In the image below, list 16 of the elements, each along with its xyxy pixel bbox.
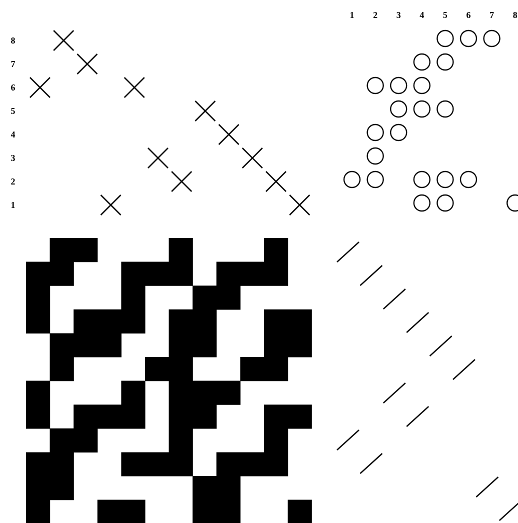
row-number: 8 <box>11 37 15 44</box>
row-number: 1 <box>11 202 15 208</box>
column-number: 2 <box>373 12 378 18</box>
row-number: 6 <box>11 84 15 91</box>
row-number: 7 <box>11 61 16 67</box>
column-number: 1 <box>350 12 354 18</box>
column-number: 6 <box>466 12 470 18</box>
row-number: 5 <box>11 108 15 114</box>
column-number: 5 <box>443 12 448 18</box>
column-number: 3 <box>396 12 401 18</box>
column-number: 4 <box>420 12 424 18</box>
row-number: 3 <box>11 154 15 162</box>
column-number: 7 <box>490 12 494 18</box>
row-number: 4 <box>10 132 16 138</box>
row-number: 2 <box>11 178 15 184</box>
column-number: 8 <box>513 12 518 18</box>
